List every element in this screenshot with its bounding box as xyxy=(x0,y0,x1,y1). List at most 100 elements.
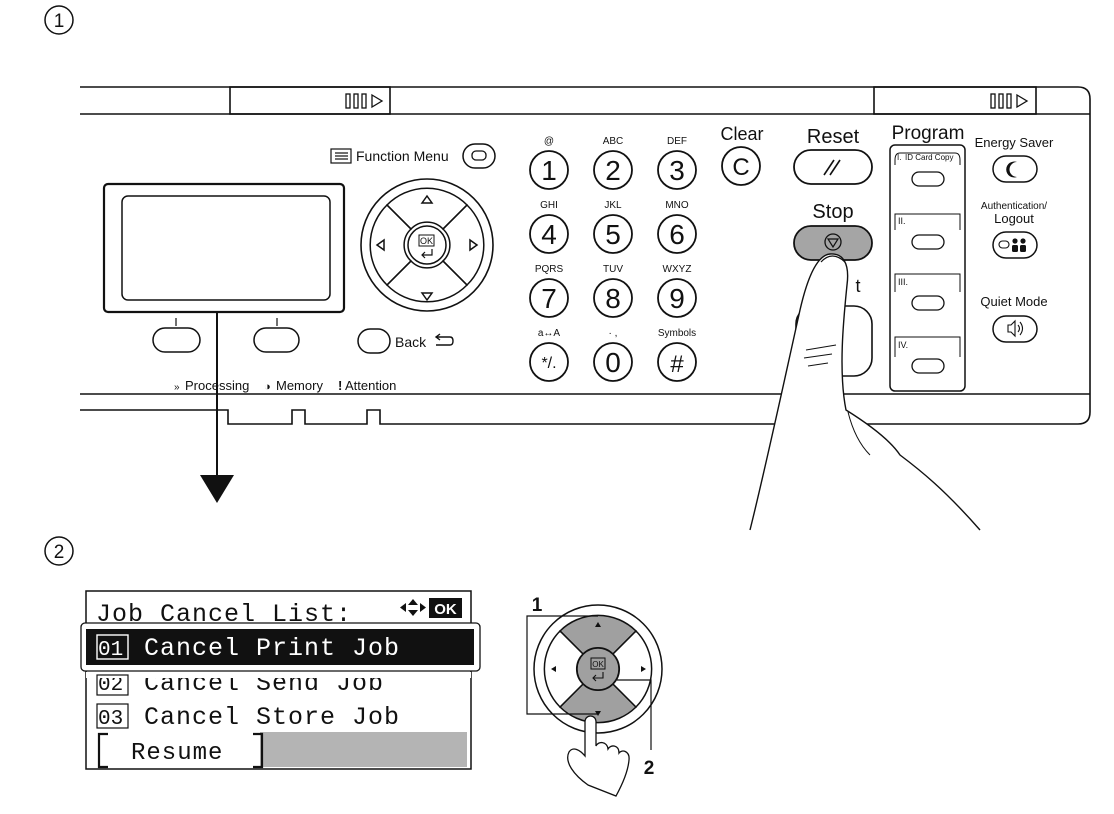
key-1-button[interactable]: @1 xyxy=(529,136,569,190)
speaker-icon xyxy=(1007,319,1024,338)
quiet-mode-button[interactable] xyxy=(992,315,1038,343)
processing-icon: » xyxy=(174,382,180,393)
function-menu-button[interactable] xyxy=(462,143,496,169)
svg-text:2: 2 xyxy=(54,542,65,563)
key-star-digit: */. xyxy=(541,355,556,372)
svg-text:1: 1 xyxy=(54,11,65,32)
panel-dpad: OK xyxy=(360,178,494,312)
key-8-digit: 8 xyxy=(605,283,621,314)
callout-hand-icon xyxy=(567,715,630,797)
dpad-down-button[interactable] xyxy=(385,259,469,303)
program-title: Program xyxy=(892,123,965,144)
program-slot-2-button[interactable] xyxy=(911,234,945,250)
key-9-letters: WXYZ xyxy=(663,264,692,275)
indicator-labels: » Processing ◑ Memory ! Attention xyxy=(174,378,396,393)
down-arrow-icon xyxy=(200,312,234,503)
dpad-left-button[interactable] xyxy=(369,203,413,287)
dpad-right-button[interactable] xyxy=(441,203,485,287)
select-key-left[interactable] xyxy=(152,318,201,353)
lcd-resume-bar[interactable]: Resume xyxy=(90,732,467,769)
key-0-letters: · , xyxy=(609,328,618,339)
lcd-item-cancel-print-job[interactable]: 01 Cancel Print Job xyxy=(80,622,481,672)
quiet-mode-label: Quiet Mode xyxy=(980,294,1047,309)
scroll-arrows-icon xyxy=(400,599,426,616)
key-star-button[interactable]: a↔A */. xyxy=(529,328,569,382)
resume-label: Resume xyxy=(131,740,223,767)
key-7-button[interactable]: PQRS 7 xyxy=(529,264,569,318)
moon-icon xyxy=(1006,161,1017,178)
step-2-marker: 2 xyxy=(44,536,74,566)
callout-left-icon xyxy=(551,666,556,672)
program-slot-3-number: III. xyxy=(898,277,908,287)
function-menu-icon xyxy=(330,148,352,164)
clear-label: Clear xyxy=(720,124,763,144)
callout-right-icon xyxy=(641,666,646,672)
key-3-button[interactable]: DEF 3 xyxy=(657,136,697,190)
clear-button[interactable]: C xyxy=(721,146,761,186)
key-0-button[interactable]: · ,0 xyxy=(593,328,633,382)
key-6-letters: MNO xyxy=(665,200,689,211)
key-4-button[interactable]: GHI 4 xyxy=(529,200,569,254)
key-hash-button[interactable]: Symbols # xyxy=(657,328,697,382)
program-slot-1-button[interactable] xyxy=(911,171,945,187)
dpad-ok-button[interactable] xyxy=(407,225,447,265)
ok-badge: OK xyxy=(434,601,457,618)
key-2-letters: ABC xyxy=(603,136,624,147)
dpad-up-button[interactable] xyxy=(385,187,469,231)
stop-label: Stop xyxy=(812,201,853,223)
callout-up-icon xyxy=(595,622,601,627)
enter-icon xyxy=(421,249,433,259)
key-1-letters: @ xyxy=(544,136,554,147)
display-frame xyxy=(102,182,346,314)
svg-text:02: 02 xyxy=(98,674,123,697)
key-5-digit: 5 xyxy=(605,219,621,250)
attention-label: Attention xyxy=(345,378,396,393)
key-star-letters: a↔A xyxy=(538,328,561,339)
callout-dpad: OK 1 2 xyxy=(526,595,663,797)
program-slot-3-button[interactable] xyxy=(911,295,945,311)
authentication-label: Authentication/ xyxy=(981,201,1047,212)
program-slot-2-number: II. xyxy=(898,216,906,226)
key-7-digit: 7 xyxy=(541,283,557,314)
pressing-hand-icon xyxy=(749,253,981,531)
lcd-item-cancel-store-job[interactable]: 03 Cancel Store Job xyxy=(96,703,400,732)
select-key-right[interactable] xyxy=(253,318,300,353)
key-1-digit: 1 xyxy=(541,155,557,186)
memory-label: Memory xyxy=(276,378,323,393)
svg-text:Cancel Print Job: Cancel Print Job xyxy=(144,634,400,663)
key-4-digit: 4 xyxy=(541,219,557,250)
key-hash-letters: Symbols xyxy=(658,328,696,339)
reset-button[interactable] xyxy=(793,149,873,185)
back-arrow-icon xyxy=(434,333,454,346)
dpad-left-icon xyxy=(375,238,385,252)
program-slot-4-number: IV. xyxy=(898,340,908,350)
key-3-digit: 3 xyxy=(669,155,685,186)
memory-icon: ◑ xyxy=(264,381,271,393)
program-slot-1-number: I. xyxy=(897,153,901,162)
callout-enter-icon xyxy=(592,672,604,682)
callout-number-1: 1 xyxy=(532,595,543,616)
dpad-up-icon xyxy=(420,194,434,204)
key-7-letters: PQRS xyxy=(535,264,564,275)
back-label: Back xyxy=(395,334,427,350)
key-3-letters: DEF xyxy=(667,136,687,147)
callout-ok-label: OK xyxy=(592,660,604,669)
key-4-letters: GHI xyxy=(540,200,558,211)
lcd-item-cancel-send-job[interactable]: 02 Cancel Send Job xyxy=(86,669,471,698)
back-button[interactable] xyxy=(357,328,391,354)
key-hash-digit: # xyxy=(670,351,684,378)
svg-text:01: 01 xyxy=(98,639,123,662)
authentication-button[interactable] xyxy=(992,231,1038,259)
svg-text:Cancel Store Job: Cancel Store Job xyxy=(144,703,400,732)
svg-text:03: 03 xyxy=(98,708,123,731)
dpad-right-icon xyxy=(469,238,479,252)
users-icon xyxy=(1012,238,1026,252)
program-slot-4-button[interactable] xyxy=(911,358,945,374)
energy-saver-button[interactable] xyxy=(992,155,1038,183)
